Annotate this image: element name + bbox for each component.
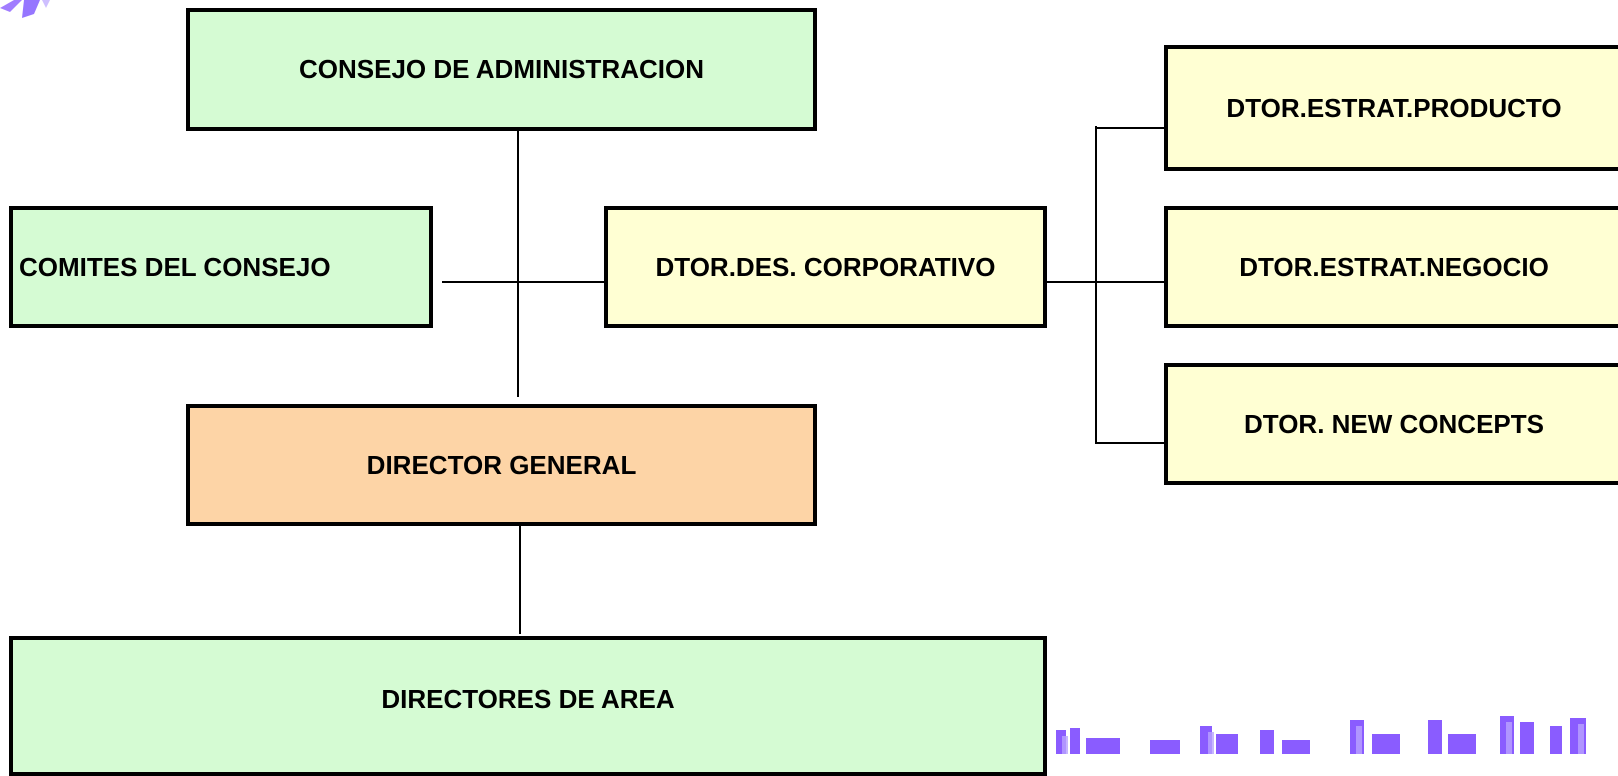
connector-new-concepts <box>1095 442 1169 444</box>
decorative-wordart-icon <box>1056 716 1586 754</box>
node-label: DTOR.DES. CORPORATIVO <box>655 251 996 282</box>
node-director-general: DIRECTOR GENERAL <box>186 404 817 526</box>
node-comites-consejo: COMITES DEL CONSEJO <box>9 206 433 328</box>
node-dtor-des-corporativo: DTOR.DES. CORPORATIVO <box>604 206 1047 328</box>
node-label: CONSEJO DE ADMINISTRACION <box>299 54 704 84</box>
node-label: DIRECTORES DE AREA <box>381 684 675 714</box>
node-label: DTOR.ESTRAT.NEGOCIO <box>1239 251 1549 282</box>
node-consejo-administracion: CONSEJO DE ADMINISTRACION <box>186 8 817 131</box>
connector-corporativo-branch <box>1046 281 1169 283</box>
node-label: COMITES DEL CONSEJO <box>19 251 331 282</box>
node-label: DIRECTOR GENERAL <box>366 449 637 480</box>
node-label: DTOR. NEW CONCEPTS <box>1244 408 1544 439</box>
connector-consejo-director <box>517 122 519 397</box>
node-dtor-estrat-producto: DTOR.ESTRAT.PRODUCTO <box>1164 45 1618 171</box>
corner-decoration-icon <box>0 0 50 18</box>
node-directores-area: DIRECTORES DE AREA <box>9 636 1047 776</box>
connector-director-area <box>519 524 521 634</box>
connector-vertical-branch <box>1095 126 1097 444</box>
node-dtor-new-concepts: DTOR. NEW CONCEPTS <box>1164 363 1618 485</box>
connector-horizontal-staff <box>442 281 608 283</box>
connector-producto <box>1095 127 1169 129</box>
node-label: DTOR.ESTRAT.PRODUCTO <box>1226 92 1562 123</box>
node-dtor-estrat-negocio: DTOR.ESTRAT.NEGOCIO <box>1164 206 1618 328</box>
